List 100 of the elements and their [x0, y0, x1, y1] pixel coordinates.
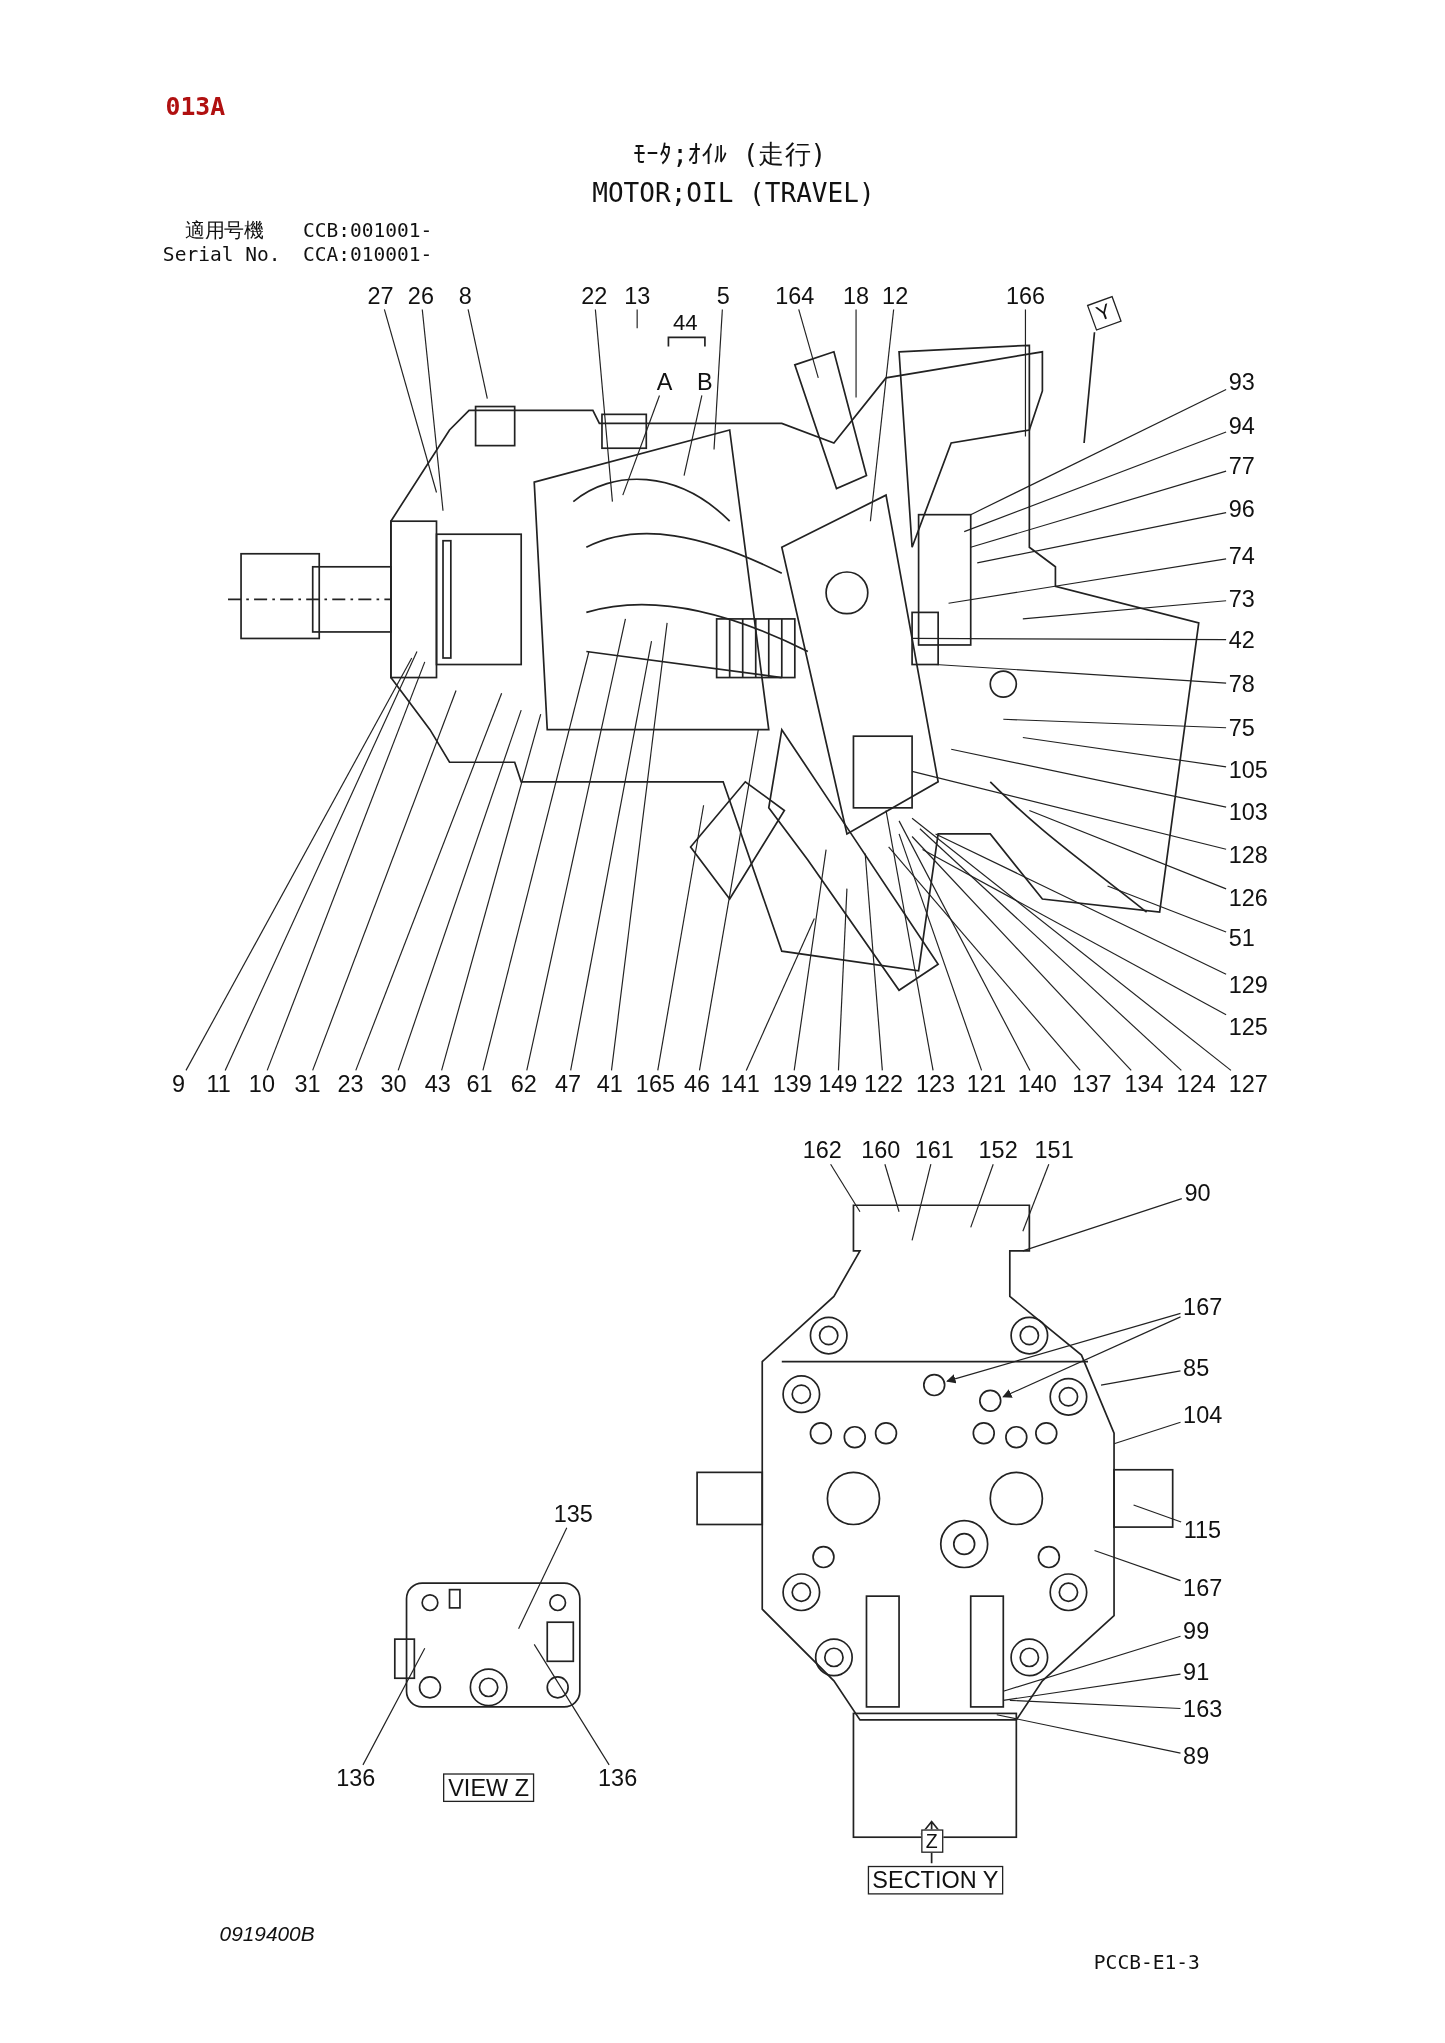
view-caption: VIEW Z [443, 1772, 535, 1803]
leader-line [1002, 1316, 1182, 1398]
leader-line [884, 1163, 900, 1213]
leader-line [533, 1643, 610, 1766]
callout-number: 151 [1034, 1138, 1074, 1163]
leader-line [869, 308, 895, 522]
callout-number: 127 [1228, 1071, 1268, 1097]
drawing-number: 013A [165, 93, 226, 120]
leader-line [698, 729, 759, 1071]
leader-line [996, 1714, 1182, 1754]
leader-line [911, 1163, 932, 1242]
callout-number: 8 [458, 283, 472, 308]
callout-number: 94 [1228, 413, 1255, 439]
leader-line [1022, 736, 1227, 768]
callout-number: 167 [1183, 1294, 1223, 1320]
callout-number: 166 [1005, 283, 1046, 308]
leader-line [837, 888, 848, 1071]
leader-line [898, 833, 983, 1071]
drawing-code: 0919400B [219, 1923, 315, 1946]
callout-number: B [697, 369, 713, 394]
callout-number: 140 [1017, 1071, 1057, 1097]
leader-line [441, 713, 542, 1071]
leader-line [683, 394, 703, 477]
callout-number: 162 [802, 1138, 842, 1163]
callout-number: 26 [407, 283, 434, 308]
leader-line [312, 690, 457, 1071]
callout-number: 31 [294, 1071, 321, 1097]
section-caption: SECTION Y [867, 1865, 1004, 1896]
callout-number: 30 [380, 1071, 407, 1097]
leader-line [976, 512, 1227, 564]
leader-line [266, 661, 426, 1071]
leader-line [355, 692, 503, 1071]
callout-number: 47 [555, 1071, 582, 1097]
leader-line [362, 1647, 426, 1766]
serial-label: Serial No. [162, 244, 281, 266]
leader-line [570, 640, 653, 1071]
callout-number: 167 [1183, 1575, 1223, 1601]
leader-line [467, 308, 488, 400]
callout-number: 43 [424, 1071, 451, 1097]
leader-line [864, 852, 883, 1071]
callout-number: 51 [1228, 925, 1255, 951]
leader-line [1100, 1370, 1182, 1386]
leader-line [1002, 718, 1227, 729]
leader-line [1113, 1421, 1182, 1445]
callout-number: 126 [1228, 885, 1268, 910]
callout-number: 129 [1228, 972, 1268, 998]
leader-line [946, 1312, 1182, 1384]
callout-number: 5 [716, 283, 730, 308]
callout-number: 135 [553, 1501, 593, 1527]
view-marker: Z [920, 1829, 943, 1853]
leader-line [911, 637, 1227, 641]
leader-line [383, 308, 438, 494]
callout-number: 22 [581, 283, 608, 308]
callout-number: 125 [1228, 1014, 1268, 1039]
callout-number: 163 [1183, 1697, 1223, 1722]
callout-number: 141 [720, 1071, 760, 1097]
leader-line [1022, 1163, 1050, 1232]
callout-number: 149 [818, 1071, 858, 1097]
callout-number: 105 [1228, 757, 1268, 783]
leader-line [1106, 885, 1227, 933]
callout-number: 103 [1228, 799, 1268, 824]
serial-label: 適用号機 [185, 221, 264, 243]
callout-number: 164 [775, 283, 815, 308]
leader-line [970, 470, 1227, 548]
callout-number: 128 [1228, 842, 1268, 867]
callout-number: 90 [1184, 1181, 1211, 1206]
leader-line [921, 848, 1227, 1016]
leader-line [798, 308, 819, 379]
leader-line [1002, 1673, 1182, 1701]
callout-number: 23 [337, 1071, 364, 1097]
callout-number: 136 [336, 1766, 376, 1791]
serial-number: CCB:001001- [302, 221, 433, 243]
callout-number: 137 [1072, 1071, 1112, 1097]
callout-number: 115 [1183, 1517, 1222, 1542]
leader-line [934, 833, 1227, 975]
callout-number: 104 [1183, 1402, 1223, 1428]
callout-number: 44 [673, 311, 698, 335]
leader-line [1022, 1198, 1183, 1252]
callout-number: 165 [635, 1071, 675, 1097]
callout-number: 41 [596, 1071, 623, 1097]
leader-line [948, 558, 1227, 604]
callout-number: 121 [966, 1071, 1006, 1097]
leader-line [518, 1527, 568, 1630]
callout-number: 160 [861, 1138, 901, 1163]
callout-number: A [656, 369, 673, 394]
serial-number: CCA:010001- [302, 244, 433, 266]
leader-line [855, 308, 857, 398]
callout-number: 61 [466, 1071, 493, 1097]
leader-line [526, 618, 626, 1071]
callout-number: 12 [882, 283, 909, 308]
leader-line [657, 804, 705, 1071]
leader-line [610, 622, 668, 1071]
leader-line [898, 820, 1031, 1071]
leader-line [1133, 1504, 1182, 1523]
leader-line [885, 809, 934, 1071]
callout-number: 75 [1228, 716, 1255, 741]
leader-line [793, 848, 827, 1071]
leader-line [594, 308, 613, 503]
leader-line [1002, 1635, 1182, 1692]
leader-line [421, 308, 444, 512]
